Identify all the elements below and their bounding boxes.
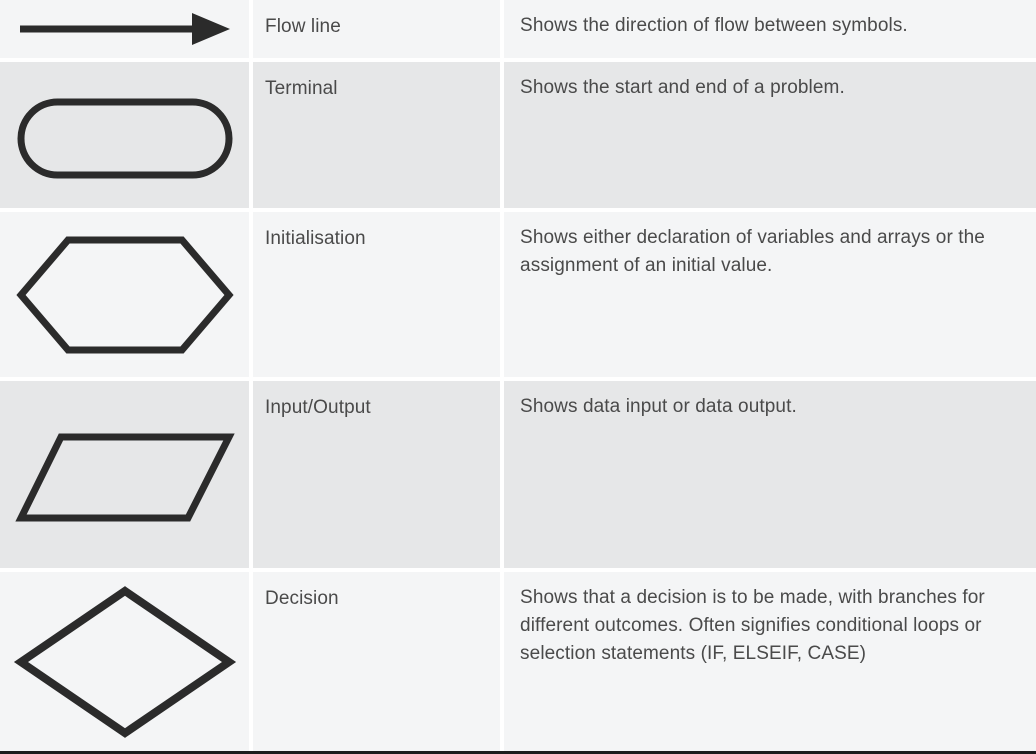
table-row: Terminal Shows the start and end of a pr…	[0, 62, 1036, 208]
symbol-name: Initialisation	[265, 228, 366, 249]
column-gridline	[500, 572, 505, 751]
column-gridline	[249, 381, 254, 568]
symbol-description: Shows the start and end of a problem.	[520, 77, 845, 98]
symbol-cell-input-output	[0, 381, 250, 568]
name-cell-flow-line: Flow line	[253, 0, 501, 58]
row-gridline	[0, 58, 1036, 62]
table-row: Initialisation Shows either declaration …	[0, 212, 1036, 377]
initialisation-hexagon-icon	[0, 212, 249, 377]
table-row: Decision Shows that a decision is to be …	[0, 572, 1036, 751]
description-cell-input-output: Shows data input or data output.	[504, 381, 1036, 568]
column-gridline	[500, 62, 505, 208]
symbol-cell-decision	[0, 572, 250, 751]
input-output-parallelogram-icon	[0, 381, 249, 568]
name-cell-input-output: Input/Output	[253, 381, 501, 568]
symbol-cell-initialisation	[0, 212, 250, 377]
row-gridline	[0, 208, 1036, 212]
symbol-name: Terminal	[265, 78, 338, 99]
column-gridline	[500, 0, 505, 58]
column-gridline	[500, 381, 505, 568]
terminal-rounded-rectangle-icon	[0, 62, 249, 208]
column-gridline	[500, 212, 505, 377]
symbol-description: Shows the direction of flow between symb…	[520, 15, 908, 36]
symbol-description: Shows that a decision is to be made, wit…	[520, 587, 985, 664]
row-gridline	[0, 377, 1036, 381]
flow-line-arrow-icon	[0, 0, 249, 58]
decision-diamond-icon	[0, 572, 249, 751]
table-row: Input/Output Shows data input or data ou…	[0, 381, 1036, 568]
description-cell-decision: Shows that a decision is to be made, wit…	[504, 572, 1036, 751]
symbol-description: Shows data input or data output.	[520, 396, 797, 417]
column-gridline	[249, 0, 254, 58]
row-gridline	[0, 568, 1036, 572]
name-cell-initialisation: Initialisation	[253, 212, 501, 377]
description-cell-flow-line: Shows the direction of flow between symb…	[504, 0, 1036, 58]
description-cell-terminal: Shows the start and end of a problem.	[504, 62, 1036, 208]
description-cell-initialisation: Shows either declaration of variables an…	[504, 212, 1036, 377]
symbol-name: Decision	[265, 588, 339, 609]
name-cell-decision: Decision	[253, 572, 501, 751]
symbol-name: Input/Output	[265, 397, 371, 418]
symbol-cell-terminal	[0, 62, 250, 208]
symbol-name: Flow line	[265, 16, 341, 37]
column-gridline	[249, 212, 254, 377]
symbol-description: Shows either declaration of variables an…	[520, 227, 985, 276]
table-row: Flow line Shows the direction of flow be…	[0, 0, 1036, 58]
name-cell-terminal: Terminal	[253, 62, 501, 208]
column-gridline	[249, 62, 254, 208]
column-gridline	[249, 572, 254, 751]
symbol-cell-flow-line	[0, 0, 250, 58]
